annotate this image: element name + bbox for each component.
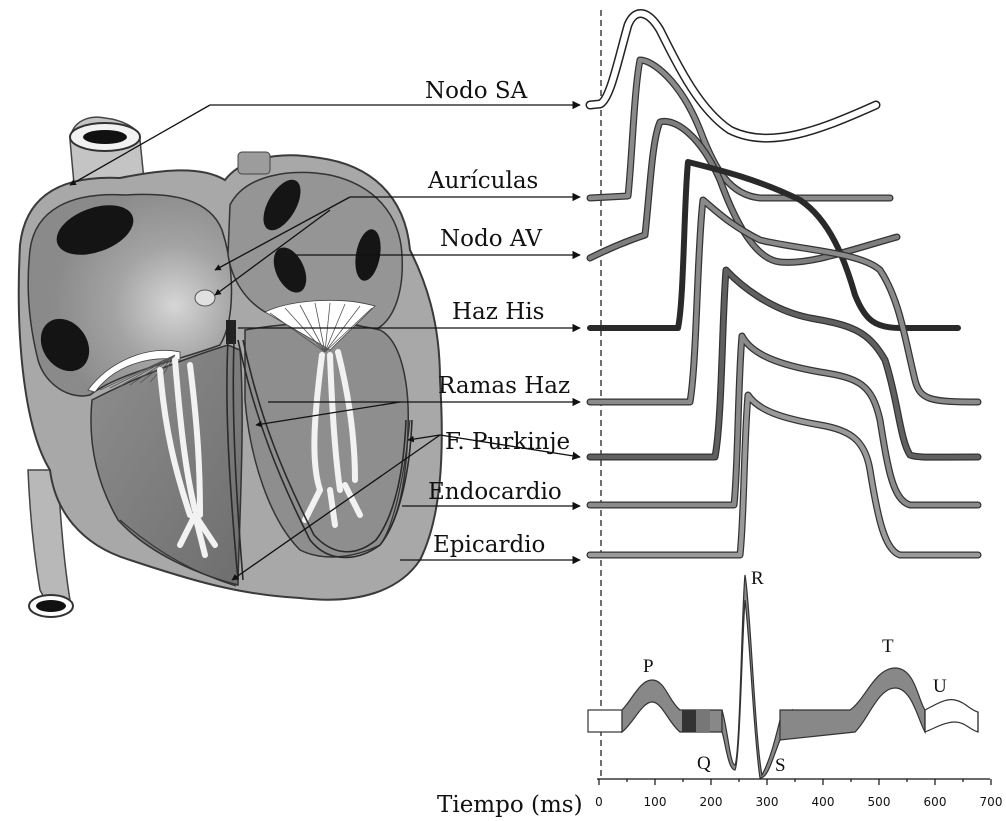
axis-tick-label: 0 [595,795,603,809]
wave-label-p: P [643,656,654,677]
wave-label-r: R [751,568,764,589]
axis-tick-label: 300 [756,795,779,809]
action-potential-traces [590,14,978,555]
time-axis: 0 100 200 300 400 500 600 700 [595,779,1002,809]
axis-tick-label: 400 [812,795,835,809]
axis-tick-label: 700 [980,795,1003,809]
wave-label-t: T [882,636,894,657]
axis-tick-label: 200 [700,795,723,809]
label-nodo-sa: Nodo SA [425,78,528,104]
wave-label-s: S [775,755,786,776]
label-nodo-av: Nodo AV [440,226,542,252]
label-auriculas: Aurículas [427,168,538,194]
trace-epicardio [590,395,978,555]
label-haz-his: Haz His [452,299,544,325]
axis-tick-label: 600 [924,795,947,809]
label-endocardio: Endocardio [428,479,562,505]
axis-tick-label: 100 [644,795,667,809]
label-f-purkinje: F. Purkinje [445,429,570,455]
label-ramas-haz: Ramas Haz [438,373,570,399]
axis-tick-label: 500 [868,795,891,809]
label-epicardio: Epicardio [433,532,545,558]
wave-label-u: U [933,676,947,697]
sa-node [195,290,215,306]
axis-title: Tiempo (ms) [437,792,583,818]
wave-label-q: Q [697,753,711,774]
heart-illustration [19,117,442,617]
